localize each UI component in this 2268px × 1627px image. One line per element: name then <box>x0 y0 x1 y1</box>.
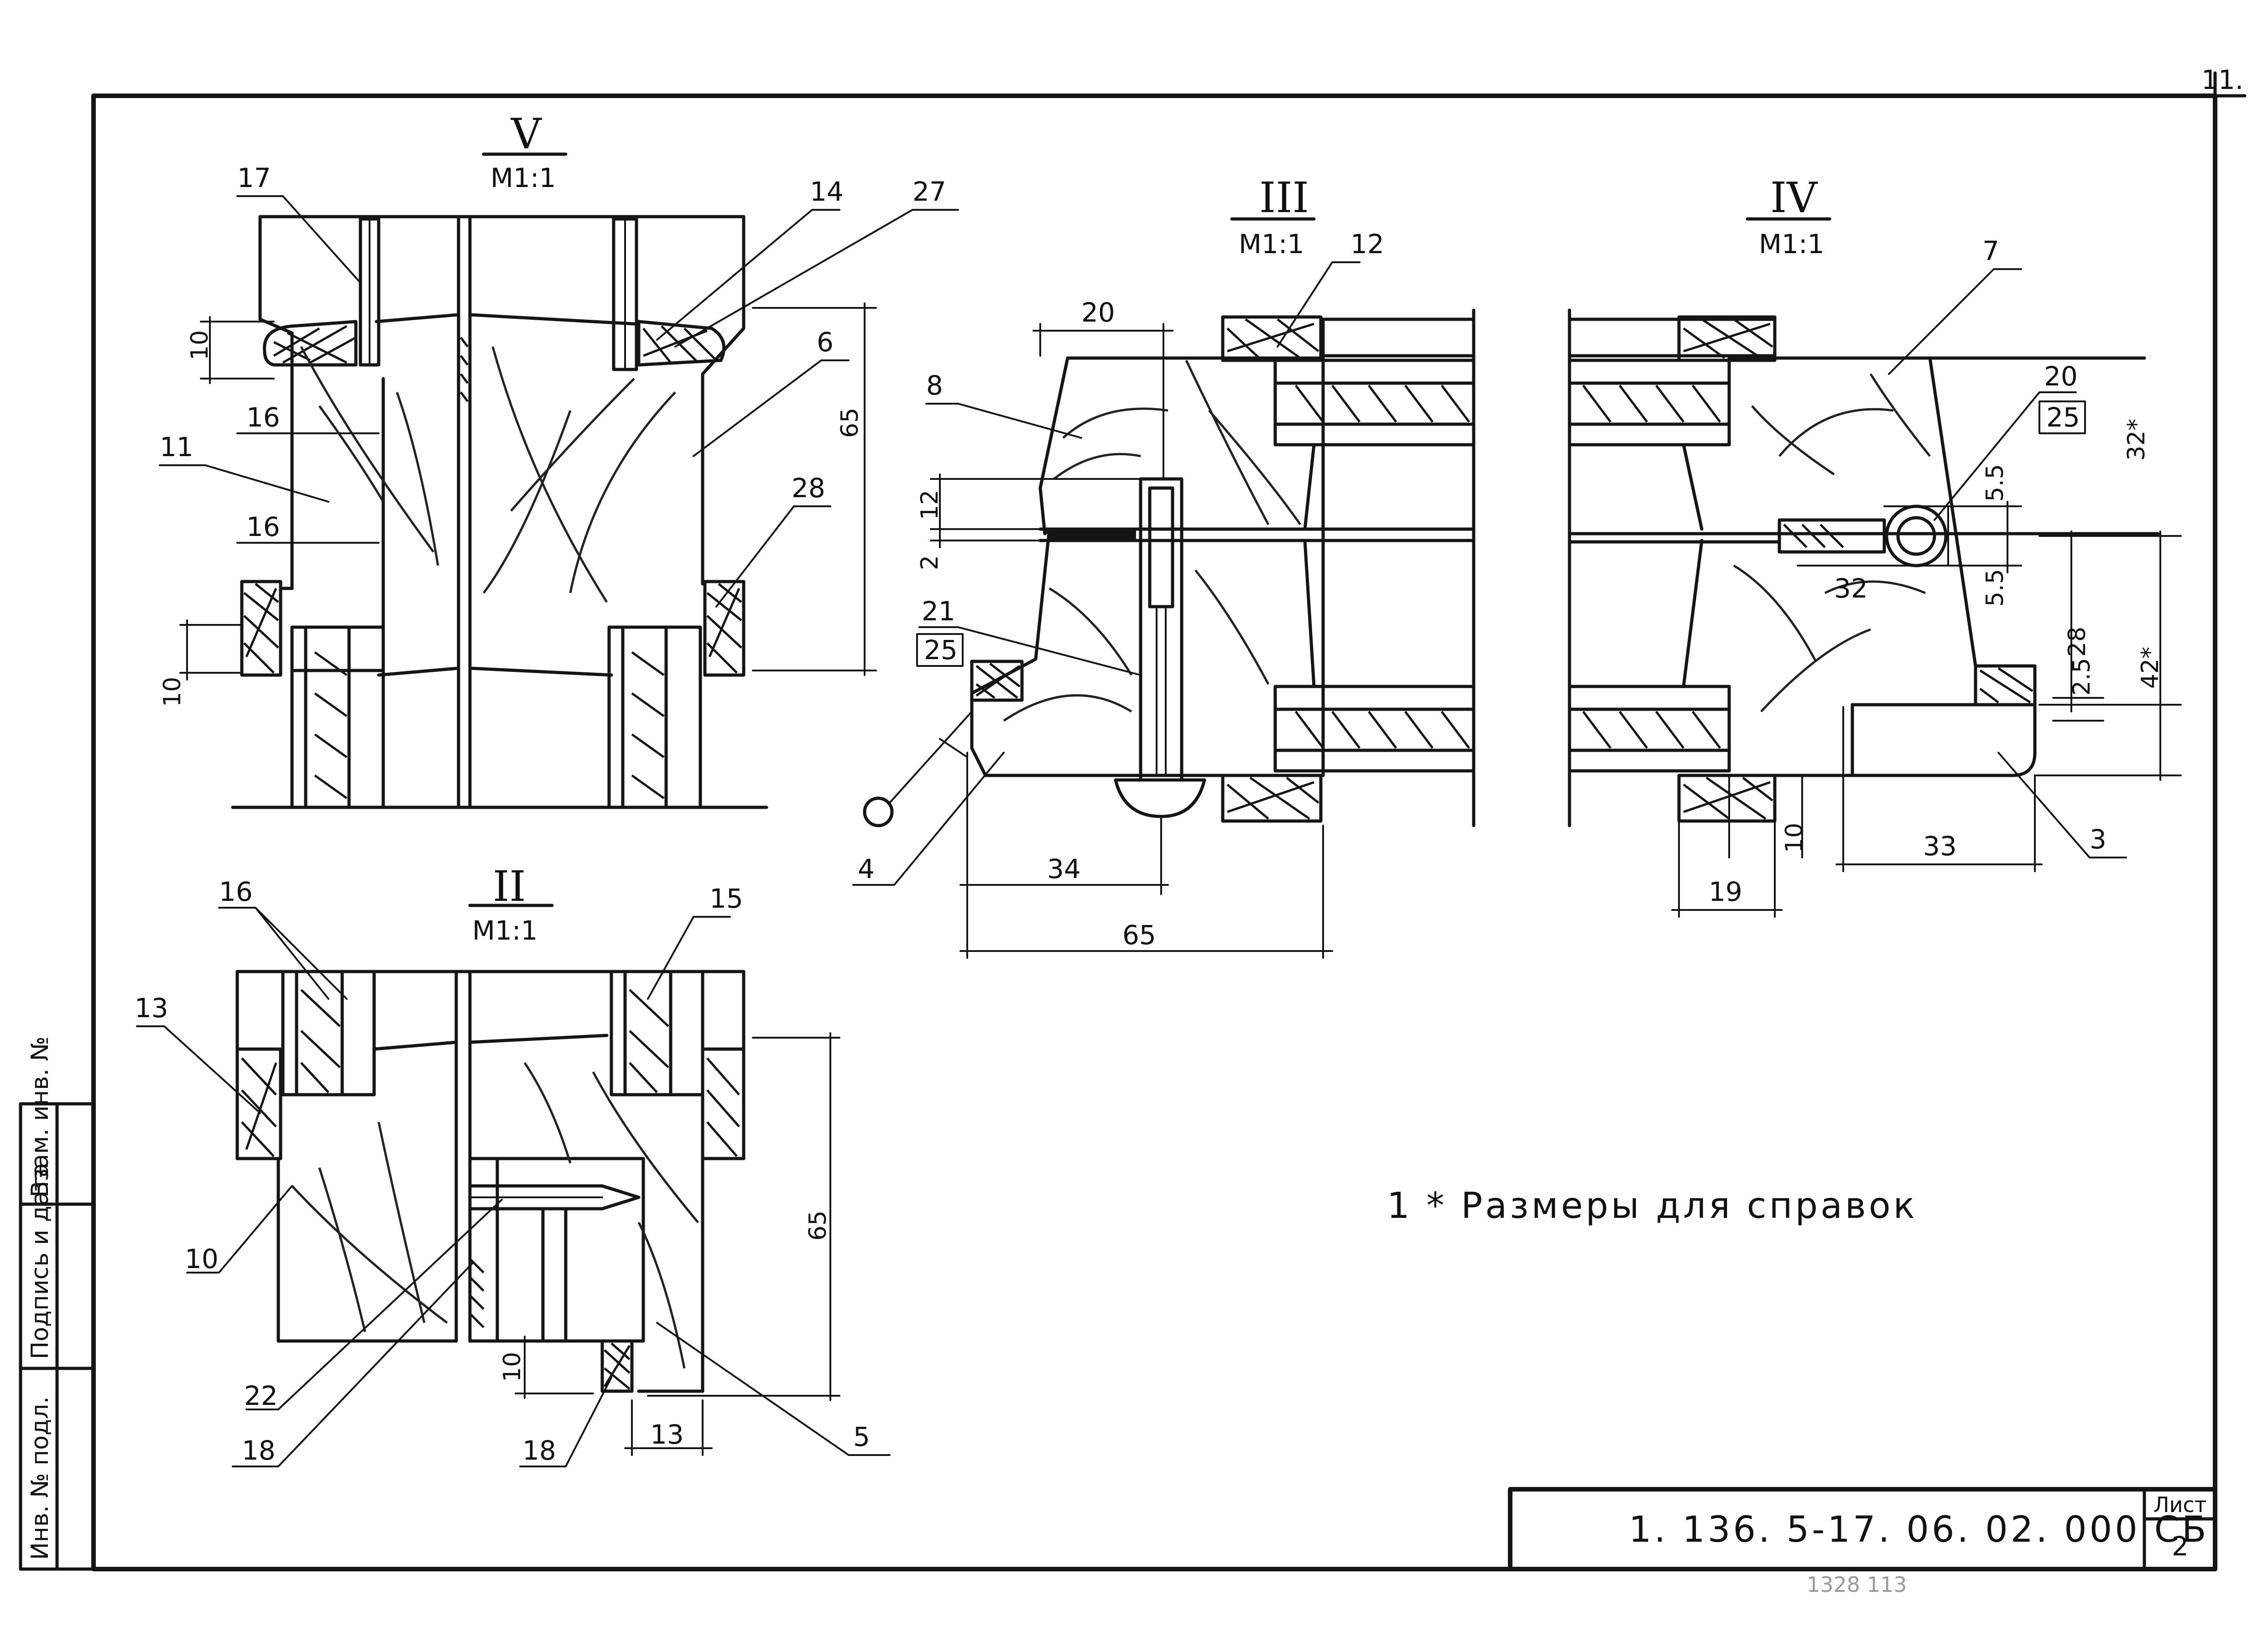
side-stamp: Инв. № подл. Подпись и дата Взам. инв. № <box>19 1036 95 1571</box>
stamp-vzam-inv: Взам. инв. № <box>26 1036 54 1197</box>
callout-5: 5 <box>853 1421 870 1452</box>
top-corner-mark: 11. <box>2201 64 2243 95</box>
sheet-label: Лист <box>2153 1492 2207 1517</box>
view-III-dim-2: 2 <box>916 555 944 570</box>
callout-6: 6 <box>817 327 834 358</box>
view-III: III M1:1 <box>852 173 1476 959</box>
view-V-dim-10-bottom: 10 <box>159 677 186 707</box>
view-II-title: II <box>493 862 526 911</box>
callout-27: 27 <box>912 176 946 207</box>
reference-note: 1 * Размеры для справок <box>1387 1185 1918 1227</box>
view-IV-dim-5.5-bottom: 5.5 <box>1981 569 2009 607</box>
view-II-scale: M1:1 <box>472 915 537 946</box>
view-IV-dim-28: 28 <box>2064 627 2091 657</box>
faint-number: 1328 113 <box>1807 1572 1907 1597</box>
view-V-scale: M1:1 <box>490 162 556 193</box>
view-II-dim-10: 10 <box>499 1352 526 1382</box>
callout-3: 3 <box>2090 824 2106 855</box>
view-III-title: III <box>1259 173 1309 222</box>
callout-18-bottom: 18 <box>522 1435 556 1466</box>
view-IV-title: IV <box>1770 173 1818 222</box>
sheet-frame: 11. <box>91 64 2247 1571</box>
boxed-25-III: 25 <box>924 634 958 665</box>
view-II-dim-65: 65 <box>804 1211 832 1241</box>
view-V-title: V <box>511 109 542 158</box>
callout-4: 4 <box>858 853 875 884</box>
stamp-signature-date: Подпись и дата <box>26 1163 54 1359</box>
view-III-dim-20: 20 <box>1081 297 1115 328</box>
view-IV-dim-33: 33 <box>1923 831 1957 862</box>
view-IV-dim-32star: 32* <box>2123 419 2150 461</box>
callout-22: 22 <box>244 1380 278 1411</box>
view-III-dim-65: 65 <box>1122 920 1156 951</box>
callout-16: 16 <box>219 876 253 907</box>
callout-10: 10 <box>185 1243 219 1274</box>
view-IV-dim-2.5: 2.5 <box>2068 658 2096 696</box>
callout-15: 15 <box>709 883 743 914</box>
boxed-25-III-frame <box>916 633 964 667</box>
view-IV-dim-32: 32 <box>1834 573 1868 604</box>
callout-20: 20 <box>2044 361 2078 392</box>
view-IV-dim-42star: 42* <box>2137 647 2164 689</box>
view-IV: IV M1:1 32* <box>1568 173 2182 918</box>
view-III-scale: M1:1 <box>1239 229 1304 260</box>
callout-8: 8 <box>926 370 943 401</box>
boxed-25-IV: 25 <box>2046 402 2080 433</box>
view-III-dim-34: 34 <box>1047 853 1081 884</box>
callout-14: 14 <box>810 176 844 207</box>
callout-13: 13 <box>135 993 168 1024</box>
callout-18-left: 18 <box>242 1435 276 1466</box>
callout-16-b: 16 <box>246 511 280 542</box>
document-code: 1. 136. 5-17. 06. 02. 000 СБ <box>1629 1509 2209 1550</box>
view-IV-dim-10: 10 <box>1781 823 1808 853</box>
callout-7: 7 <box>1982 235 1999 266</box>
stamp-inv-podl: Инв. № подл. <box>26 1396 54 1560</box>
boxed-25-IV-frame <box>2039 400 2086 434</box>
callout-16-a: 16 <box>246 402 280 433</box>
view-V: V M1:1 <box>159 109 959 809</box>
view-V-dim-65: 65 <box>836 408 864 438</box>
callout-12: 12 <box>1350 229 1384 260</box>
callout-21: 21 <box>922 596 955 627</box>
view-IV-dim-19: 19 <box>1709 876 1742 907</box>
view-V-dim-10-top: 10 <box>186 330 214 360</box>
view-II-dim-13: 13 <box>650 1419 684 1450</box>
callout-17: 17 <box>237 162 271 193</box>
callout-28: 28 <box>792 473 825 504</box>
sheet-number: 2 <box>2172 1531 2189 1562</box>
callout-11: 11 <box>160 431 193 463</box>
title-block: 1. 136. 5-17. 06. 02. 000 СБ Лист 2 1328… <box>1508 1487 2217 1597</box>
view-IV-dim-5.5-top: 5.5 <box>1981 464 2009 502</box>
view-IV-scale: M1:1 <box>1759 229 1824 260</box>
view-II: II M1:1 <box>135 862 891 1467</box>
view-III-dim-12: 12 <box>916 490 944 520</box>
